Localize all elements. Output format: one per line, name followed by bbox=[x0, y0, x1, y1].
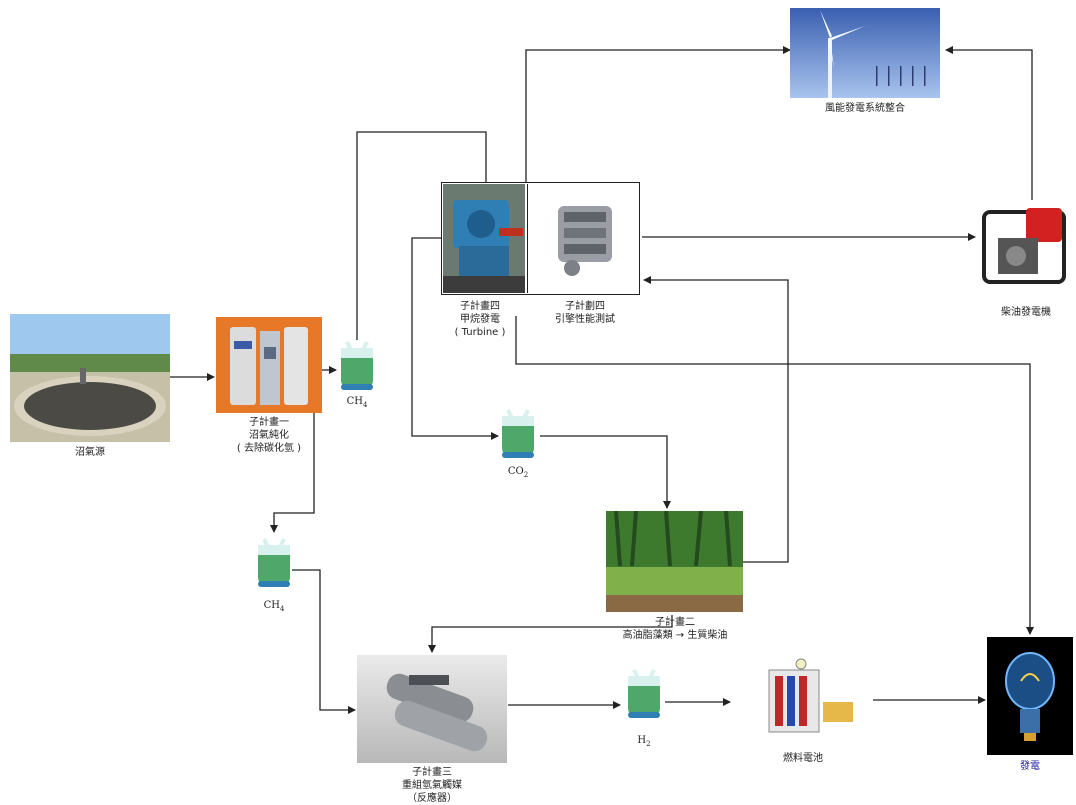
wind-power-label: 風能發電系統整合 bbox=[790, 102, 940, 115]
purification-label: 子計畫一 沼氣純化 ( 去除碳化氫 ) bbox=[216, 416, 322, 455]
wind-turbine-icon bbox=[790, 8, 940, 98]
h2-label: H2 bbox=[624, 735, 664, 748]
digester-label: 沼氣源 bbox=[10, 446, 170, 459]
wind-power-image bbox=[790, 8, 940, 98]
ch4-bottle-top bbox=[339, 340, 375, 392]
gas-bottle-icon bbox=[339, 340, 375, 392]
h2-bottle bbox=[626, 668, 662, 720]
ch4-bottle-bottom bbox=[256, 537, 292, 589]
ch4-top-label: CH4 bbox=[337, 396, 377, 409]
co2-label: CO2 bbox=[498, 466, 538, 479]
electricity-label: 發電 bbox=[987, 760, 1073, 773]
gas-bottle-icon bbox=[256, 537, 292, 589]
reformer-image bbox=[357, 655, 507, 763]
algae-label: 子計畫二 高油脂藻類 → 生質柴油 bbox=[600, 616, 750, 642]
light-bulb-icon bbox=[987, 637, 1073, 755]
algae-image bbox=[606, 511, 743, 612]
gas-bottle-icon bbox=[626, 668, 662, 720]
turbine-image bbox=[443, 184, 525, 293]
digester-image bbox=[10, 314, 170, 442]
ch4-bottom-label: CH4 bbox=[254, 600, 294, 613]
turbine-label: 子計畫四 甲烷發電 ( Turbine ) bbox=[440, 300, 520, 339]
diesel-generator-image bbox=[978, 200, 1074, 296]
purification-image bbox=[216, 317, 322, 413]
engine-label: 子計劃四 引擎性能測試 bbox=[540, 300, 630, 326]
co2-bottle bbox=[500, 408, 536, 460]
diesel-generator-label: 柴油發電機 bbox=[978, 306, 1074, 319]
reformer-label: 子計畫三 重組氫氣觸媒 （反應器） bbox=[357, 766, 507, 805]
electricity-image bbox=[987, 637, 1073, 755]
fuel-cell-label: 燃料電池 bbox=[735, 752, 871, 765]
engine-image bbox=[527, 184, 638, 293]
fuel-cell-image bbox=[735, 656, 871, 746]
gas-bottle-icon bbox=[500, 408, 536, 460]
